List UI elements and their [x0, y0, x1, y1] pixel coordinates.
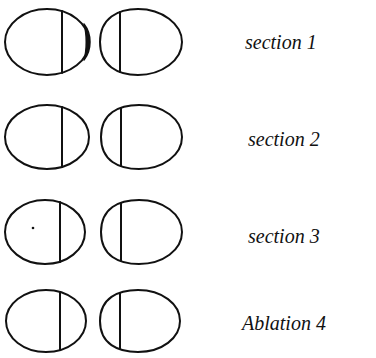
section-label: Ablation 4 [242, 313, 326, 333]
section-label: section 1 [245, 32, 317, 52]
section-row [6, 290, 180, 352]
section-label: section 2 [248, 129, 320, 149]
section-row [5, 200, 182, 264]
section-row [5, 9, 182, 75]
section-row [5, 105, 182, 169]
section-label: section 3 [248, 226, 320, 246]
